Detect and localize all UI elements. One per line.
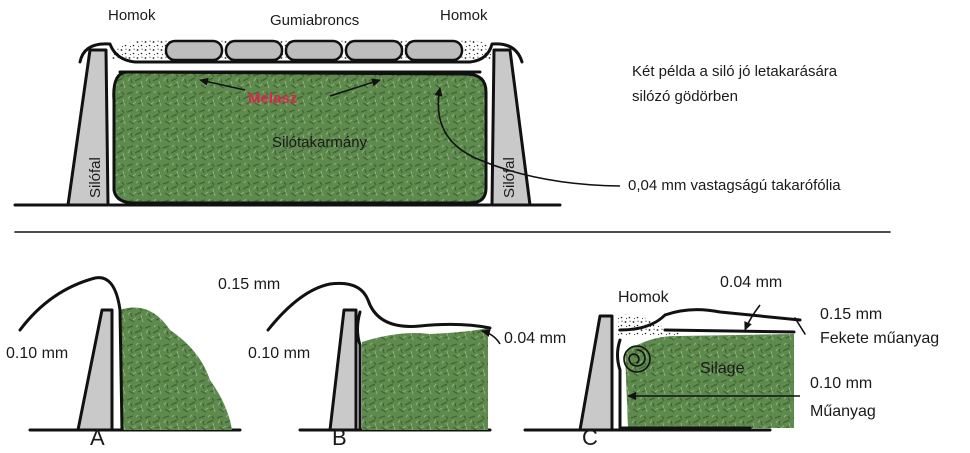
cover-foil-outer — [618, 308, 802, 332]
silage-mass — [112, 70, 488, 205]
outer-material-label: Fekete műanyag — [820, 330, 939, 347]
thickness-label-outer: 0.15 mm — [820, 306, 882, 323]
panel-letter: C — [582, 425, 598, 450]
thickness-label-top: 0.15 mm — [218, 276, 280, 293]
tire — [344, 39, 404, 62]
panel-c: Homok 0.04 mm 0.15 mm Fekete műanyag Sil… — [523, 274, 939, 450]
cover-foil-inner — [356, 310, 362, 432]
outer-cover-foil — [78, 42, 524, 64]
silo-wall — [578, 314, 614, 432]
description-line-1: Két példa a siló jó letakarására — [632, 63, 838, 80]
melasz-arrow-left — [199, 77, 246, 91]
sand-label: Homok — [618, 289, 670, 306]
cover-foil — [18, 276, 124, 432]
melasz-label: Melasz — [248, 90, 297, 107]
silo-wall-left — [66, 48, 110, 207]
foil-leader-arrow — [434, 87, 621, 187]
tire — [224, 39, 284, 62]
thin-foil-arrow — [481, 329, 501, 345]
description-line-2: silózó gödörben — [632, 88, 738, 105]
panel-letter: A — [90, 425, 105, 450]
thickness-label-inner: 0.10 mm — [248, 345, 310, 362]
tires-label: Gumiabroncs — [270, 12, 359, 29]
melasz-arrow-right — [329, 78, 381, 97]
foil-label: 0,04 mm vastagságú takarófólia — [628, 177, 841, 194]
silage-mass — [120, 307, 232, 430]
wall-label-left: Silófal — [87, 157, 104, 198]
silage-label: Silage — [700, 360, 745, 377]
panel-b: 0.15 mm 0.10 mm 0.04 mm B — [218, 276, 566, 450]
cover-foil-thin — [663, 328, 796, 334]
panel-letter: B — [332, 425, 347, 450]
plastic-roll — [623, 345, 651, 373]
silage-mass — [362, 328, 488, 430]
inner-material-label: Műanyag — [810, 403, 876, 420]
tire — [404, 39, 464, 62]
plastic-roll-spiral — [628, 349, 646, 367]
top-diagram: Homok Gumiabroncs Homok Melasz Silótakar… — [13, 7, 841, 207]
sand-label-right: Homok — [440, 7, 488, 24]
sand-label-left: Homok — [108, 7, 156, 24]
silo-wall — [328, 308, 358, 432]
silo-wall — [76, 308, 114, 432]
wall-label-right: Silófal — [501, 157, 518, 198]
cover-foil-outer — [266, 281, 492, 332]
panel-a: 0.10 mm A — [6, 276, 242, 450]
tires — [164, 39, 464, 62]
tire — [164, 39, 224, 62]
outer-foil-tick — [794, 317, 806, 335]
thin-foil-arrow — [744, 304, 761, 331]
thickness-label: 0.10 mm — [6, 345, 68, 362]
cover-foil-inner — [616, 338, 752, 430]
thickness-label-inner: 0.10 mm — [810, 375, 872, 392]
thickness-label-right: 0.04 mm — [504, 330, 566, 347]
tire — [284, 39, 344, 62]
silo-wall-right — [490, 48, 532, 207]
silage-label: Silótakarmány — [272, 134, 368, 151]
thickness-label-top: 0.04 mm — [720, 274, 782, 291]
silage-mass — [625, 334, 794, 428]
